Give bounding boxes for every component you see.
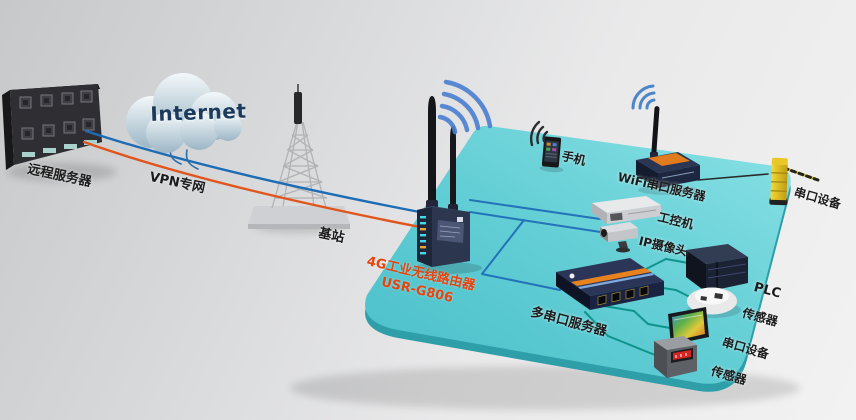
smoke-detector-device [687,287,741,318]
router-antenna-left [428,96,436,207]
red-display-sensor-device [654,336,697,378]
router-wifi-icon [437,79,493,135]
serial-cable-line [697,173,769,181]
plc-device [686,244,748,292]
wifi-server-wifi-icon [631,84,656,110]
phone-device [539,136,564,173]
vpn-line-blue [84,129,432,216]
wifi-waves [437,79,656,147]
router-led-column [420,216,426,255]
wifi-server-antenna [651,106,660,159]
router-antenna-right [450,126,456,210]
yellow-serial-device [769,157,788,206]
industrial-pc-device [592,196,661,224]
remote-server-rack [2,84,102,170]
router-device [414,96,482,274]
serial-display-device [668,307,709,345]
tower-antenna [294,92,302,124]
dashed-cable-black [782,166,820,182]
internet-cloud [126,73,242,153]
cell-tower [248,84,350,229]
phone-wifi-icon [529,120,549,147]
ethernet-link-lines [469,199,608,291]
ip-camera-device [600,222,638,253]
wifi-serial-server-device [636,106,700,195]
internet-label: Internet [150,98,247,126]
multi-serial-server-device [556,258,664,310]
vpn-line-orange [82,140,422,229]
